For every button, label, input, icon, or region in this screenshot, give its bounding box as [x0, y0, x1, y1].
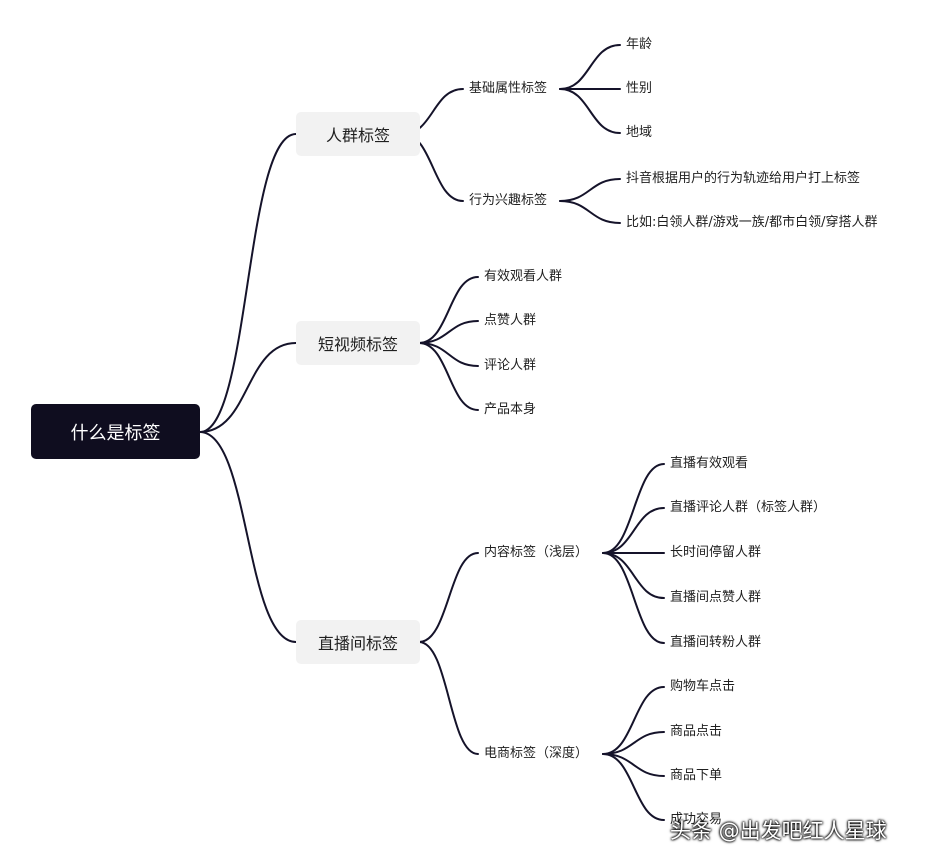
- leaf-cart-click[interactable]: 购物车点击: [670, 679, 736, 694]
- leaf-live-commenters[interactable]: 直播评论人群（标签人群）: [670, 500, 827, 515]
- node-ecommerce-tags[interactable]: 电商标签（深度）: [484, 746, 589, 761]
- leaf-examples[interactable]: 比如:白领人群/游戏一族/都市白领/穿搭人群: [626, 215, 878, 230]
- connector-b2c0-l3: [602, 552, 665, 599]
- connector-root-b1: [199, 342, 297, 433]
- connector-b2c0-l1: [602, 507, 665, 554]
- connector-b0c1-l0: [559, 178, 621, 202]
- connector-b2c0-l4: [602, 552, 665, 644]
- leaf-transaction[interactable]: 成功交易: [670, 812, 723, 827]
- leaf-live-likers[interactable]: 直播间点赞人群: [670, 590, 762, 605]
- connector-b2c1-l2: [602, 753, 665, 777]
- connector-b0c0-l0: [559, 44, 621, 90]
- connector-b1-l1: [418, 320, 479, 344]
- node-basic-attribute-tags[interactable]: 基础属性标签: [469, 81, 548, 96]
- branch-short-video-tags[interactable]: 短视频标签: [296, 321, 420, 365]
- leaf-live-followers[interactable]: 直播间转粉人群: [670, 635, 762, 650]
- branch-crowd-tags[interactable]: 人群标签: [296, 112, 420, 156]
- connector-root-b0: [199, 133, 297, 433]
- leaf-product-click[interactable]: 商品点击: [670, 724, 723, 739]
- leaf-region[interactable]: 地域: [626, 125, 653, 140]
- node-content-tags[interactable]: 内容标签（浅层）: [484, 545, 589, 560]
- leaf-product-itself[interactable]: 产品本身: [484, 402, 537, 417]
- connector-b2-c1: [418, 641, 479, 755]
- connector-b2-c0: [418, 552, 479, 643]
- connector-b2c0-l0: [602, 463, 665, 554]
- connector-b2c1-l1: [602, 731, 665, 755]
- connector-b1-l0: [418, 276, 479, 344]
- leaf-gender[interactable]: 性别: [626, 81, 653, 96]
- leaf-likers[interactable]: 点赞人群: [484, 313, 537, 328]
- connector-b2c1-l3: [602, 753, 665, 821]
- leaf-age[interactable]: 年龄: [626, 37, 653, 52]
- leaf-behavior-trace[interactable]: 抖音根据用户的行为轨迹给用户打上标签: [626, 171, 861, 186]
- leaf-order[interactable]: 商品下单: [670, 768, 723, 783]
- connector-b0c1-l1: [559, 200, 621, 224]
- leaf-long-stay[interactable]: 长时间停留人群: [670, 545, 762, 560]
- connector-b1-l3: [418, 342, 479, 411]
- connector-root-b2: [199, 431, 297, 643]
- connector-b2c1-l0: [602, 686, 665, 755]
- leaf-live-effective-view[interactable]: 直播有效观看: [670, 456, 749, 471]
- connector-b1-l2: [418, 342, 479, 367]
- connector-b0c0-l2: [559, 88, 621, 134]
- branch-live-room-tags[interactable]: 直播间标签: [296, 620, 420, 664]
- watermark: 头条 @出发吧红人星球: [670, 819, 887, 843]
- root-node[interactable]: 什么是标签: [31, 404, 200, 459]
- node-behavior-interest-tags[interactable]: 行为兴趣标签: [469, 193, 548, 208]
- leaf-commenters[interactable]: 评论人群: [484, 358, 537, 373]
- leaf-effective-viewers[interactable]: 有效观看人群: [484, 269, 563, 284]
